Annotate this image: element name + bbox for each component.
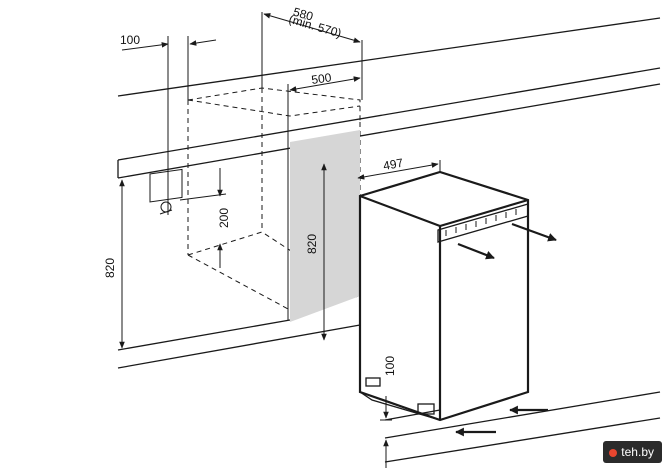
watermark-text: teh.by (621, 445, 654, 459)
vent-grille (445, 209, 517, 236)
dim-niche-height: 820 (103, 179, 125, 349)
dim-niche-depth: 500 (287, 70, 361, 320)
dim-200-label: 200 (217, 208, 231, 228)
dim-100-label: 100 (120, 33, 140, 47)
dim-socket-height: 200 (179, 168, 231, 268)
floor-lines (117, 319, 661, 463)
dim-497-label: 497 (382, 156, 404, 173)
dim-appliance-height: 820 (305, 163, 327, 341)
dim-820-left-label: 820 (103, 258, 117, 278)
airflow-arrows (455, 222, 557, 437)
watermark-dot-icon (609, 448, 618, 457)
worktop (117, 17, 661, 179)
dim-100-plinth-label: 100 (383, 356, 397, 376)
dim-820-mid-label: 820 (305, 234, 319, 254)
appliance-body (358, 170, 530, 422)
watermark-badge: teh.by (603, 441, 662, 463)
dim-plinth-height: 100 (380, 356, 397, 468)
shaded-back-panel (290, 130, 360, 322)
dim-left-offset: 100 (120, 33, 217, 215)
dim-580-min-label: (min. 570) (287, 12, 343, 40)
socket-icon (149, 168, 183, 215)
dim-appliance-depth: 497 (357, 156, 441, 180)
dim-580-label: 580 (292, 5, 315, 24)
dim-500-label: 500 (310, 70, 332, 87)
